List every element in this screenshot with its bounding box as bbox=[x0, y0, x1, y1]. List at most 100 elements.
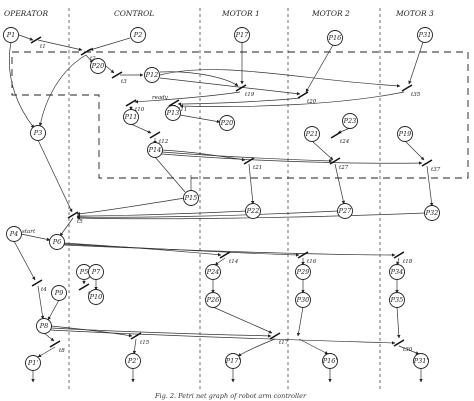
place-label: P26 bbox=[206, 296, 220, 304]
place-circle bbox=[205, 264, 221, 280]
place-circle bbox=[295, 264, 311, 280]
place-circle bbox=[147, 142, 163, 158]
figure-caption: Fig. 2. Petri net graph of robot arm con… bbox=[154, 392, 307, 400]
transition-node: t37 bbox=[421, 159, 441, 173]
transition-bar bbox=[297, 251, 309, 259]
place-circle bbox=[225, 353, 241, 369]
place-label: P15 bbox=[184, 194, 198, 202]
place-label: P16 bbox=[328, 34, 342, 42]
place-label: P34 bbox=[390, 268, 404, 276]
place-label: P6 bbox=[52, 238, 62, 246]
transition-node: t2 bbox=[80, 48, 96, 62]
transition-node: t24 bbox=[330, 131, 350, 145]
place-label: P17 bbox=[235, 31, 250, 39]
transition-label: t16 bbox=[307, 259, 317, 265]
transition-node: t35 bbox=[401, 84, 421, 98]
transition-label: t27 bbox=[339, 165, 349, 171]
transition-bar bbox=[235, 84, 247, 92]
transition-node: t4 bbox=[31, 279, 47, 293]
place-node: P19 bbox=[397, 126, 413, 142]
place-node: P21 bbox=[304, 126, 320, 142]
place-label: P3 bbox=[33, 129, 43, 137]
place-label: P1' bbox=[27, 359, 39, 367]
transition-label: t5 bbox=[77, 219, 83, 225]
transition-node: t20 bbox=[297, 91, 317, 105]
transition-node: t1 bbox=[30, 36, 46, 50]
place-node: P11 bbox=[123, 109, 139, 125]
place-node: P30 bbox=[295, 292, 311, 308]
header-motor-2: MOTOR 2 bbox=[311, 9, 350, 18]
transition-node: t19 bbox=[235, 84, 255, 98]
place-node: P3 bbox=[30, 125, 46, 141]
place-circle bbox=[397, 126, 413, 142]
place-node: P14 bbox=[147, 142, 163, 158]
transition-bar bbox=[30, 36, 42, 44]
transition-label: t20 bbox=[307, 99, 317, 105]
place-node: P20 bbox=[219, 115, 235, 131]
place-node: P8 bbox=[36, 318, 52, 334]
place-node: P24 bbox=[205, 264, 221, 280]
place-circle bbox=[30, 125, 46, 141]
transition-label: t21 bbox=[253, 165, 262, 171]
place-label: P1 bbox=[6, 31, 16, 39]
place-label: P16' bbox=[322, 357, 338, 365]
transition-node: t3 bbox=[111, 71, 127, 85]
transition-bar bbox=[297, 91, 309, 99]
place-node: P27 bbox=[337, 203, 353, 219]
transition-node: t11 bbox=[168, 99, 187, 113]
place-label: P27 bbox=[338, 207, 353, 215]
place-label: P11 bbox=[124, 113, 138, 121]
place-circle bbox=[337, 203, 353, 219]
transition-label: t35 bbox=[411, 92, 421, 98]
transition-label: t2 bbox=[90, 56, 96, 62]
place-label: P13 bbox=[166, 109, 180, 117]
place-circle bbox=[417, 27, 433, 43]
place-node: P13 bbox=[165, 105, 181, 121]
place-circle bbox=[165, 105, 181, 121]
header-motor-3: MOTOR 3 bbox=[395, 9, 434, 18]
place-node: P31 bbox=[417, 27, 433, 43]
place-circle bbox=[389, 264, 405, 280]
transition-bar bbox=[111, 71, 123, 79]
transition-node: t10 bbox=[125, 99, 145, 113]
control-boundary bbox=[11, 51, 469, 179]
place-label: P22 bbox=[246, 207, 260, 215]
place-circle bbox=[25, 355, 41, 371]
place-circle bbox=[36, 318, 52, 334]
transition-bar bbox=[168, 99, 180, 107]
header-operator: OPERATOR bbox=[4, 9, 48, 18]
transition-node: t15 bbox=[130, 332, 150, 346]
transition-label: t15 bbox=[140, 340, 150, 346]
place-circle bbox=[123, 109, 139, 125]
place-circle bbox=[3, 27, 19, 43]
transition-bar bbox=[401, 84, 413, 92]
transition-bar bbox=[269, 332, 281, 340]
place-label: P31 bbox=[418, 31, 432, 39]
transition-node: t5 bbox=[67, 211, 83, 225]
place-circle bbox=[322, 353, 338, 369]
place-circle bbox=[205, 292, 221, 308]
place-circle bbox=[6, 226, 22, 242]
transition-node: t27 bbox=[329, 157, 349, 171]
place-circle bbox=[90, 58, 106, 74]
place-label: P14 bbox=[148, 146, 162, 154]
transition-label: t8 bbox=[59, 348, 65, 354]
ready-label: ready bbox=[152, 95, 169, 101]
place-circle bbox=[49, 234, 65, 250]
transition-label: t37 bbox=[431, 167, 441, 173]
transition-label: t30 bbox=[403, 347, 413, 353]
place-circle bbox=[125, 353, 141, 369]
transition-bar bbox=[149, 131, 161, 139]
place-label: P23 bbox=[343, 117, 357, 125]
transition-label: t11 bbox=[178, 107, 187, 113]
place-label: P12 bbox=[145, 71, 159, 79]
place-node: P29 bbox=[295, 264, 311, 280]
place-circle bbox=[424, 205, 440, 221]
transition-bar bbox=[393, 251, 405, 259]
place-circle bbox=[234, 27, 250, 43]
place-node: P12 bbox=[144, 67, 160, 83]
transition-bar bbox=[243, 157, 255, 165]
